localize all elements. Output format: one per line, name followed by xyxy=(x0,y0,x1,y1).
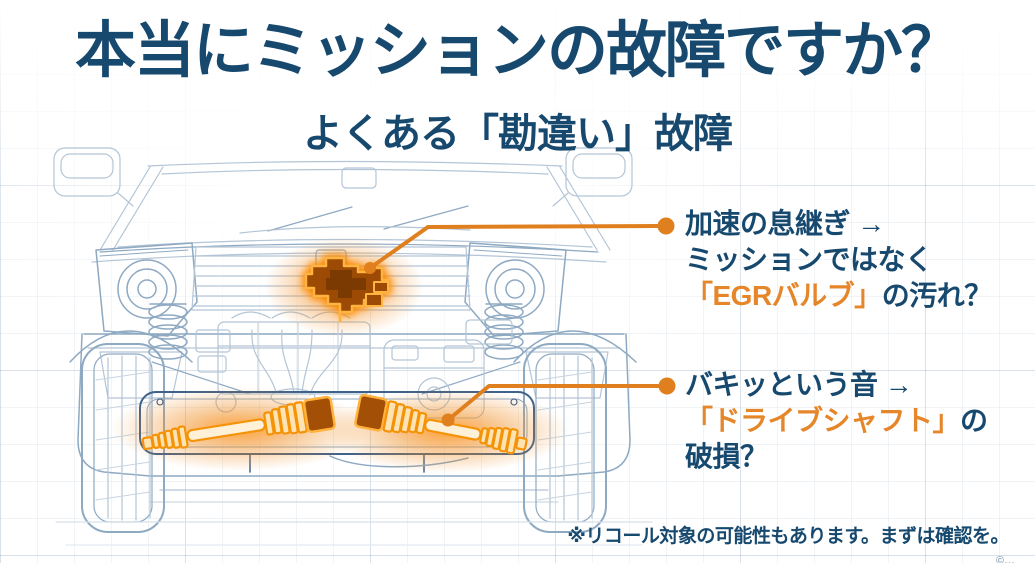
callout-driveshaft-line3: 破損？ xyxy=(685,441,768,472)
callout-egr-highlight: 「EGRバルブ」 xyxy=(685,280,882,311)
callout-anchor-driveshaft xyxy=(441,413,455,427)
callout-egr-line2: ミッションではなく xyxy=(685,244,933,275)
headlight-left xyxy=(95,242,198,337)
callout-egr-symptom: 加速の息継ぎ → xyxy=(685,208,885,239)
wheel-arch-right xyxy=(513,330,637,363)
callout-driveshaft: バキッという音 → 「ドライブシャフト」の 破損？ xyxy=(685,367,988,475)
callout-bullet-egr xyxy=(657,217,675,235)
rearview-mirror xyxy=(341,167,377,189)
page-title: 本当にミッションの故障ですか？ xyxy=(74,16,962,84)
side-mirror-left xyxy=(53,147,134,207)
callout-bullet-driveshaft xyxy=(658,377,676,395)
drive-shaft-right-highlight xyxy=(354,393,528,455)
callout-egr-line3: 「EGRバルブ」の汚れ？ xyxy=(685,278,992,314)
cropped-credit-text: ©… xyxy=(995,555,1015,563)
drive-shaft-left-highlight xyxy=(141,395,336,451)
callout-driveshaft-line2: 「ドライブシャフト」の xyxy=(685,403,988,439)
wheel-arch-left xyxy=(69,330,193,363)
side-mirror-right xyxy=(552,147,633,207)
callout-driveshaft-symptom: バキッという音 → xyxy=(685,369,913,400)
wiper-right xyxy=(383,205,469,230)
callout-anchor-egr xyxy=(364,262,376,274)
callout-egr: 加速の息継ぎ → ミッションではなく 「EGRバルブ」の汚れ？ xyxy=(685,206,992,314)
page-subtitle: よくある「勘違い」故障 xyxy=(303,112,733,156)
callout-line-driveshaft xyxy=(446,384,661,422)
callout-driveshaft-rest: の xyxy=(960,405,988,436)
callout-leaders xyxy=(364,217,676,427)
wiper-left xyxy=(267,206,353,232)
egr-valve-highlight xyxy=(302,254,392,322)
callout-driveshaft-highlight: 「ドライブシャフト」 xyxy=(685,405,961,436)
car-wireframe xyxy=(53,147,653,546)
callout-line-egr xyxy=(368,224,660,270)
recall-footnote: ※リコール対象の可能性もあります。まずは確認を。 xyxy=(567,526,1009,547)
callout-egr-rest: の汚れ？ xyxy=(881,280,993,311)
